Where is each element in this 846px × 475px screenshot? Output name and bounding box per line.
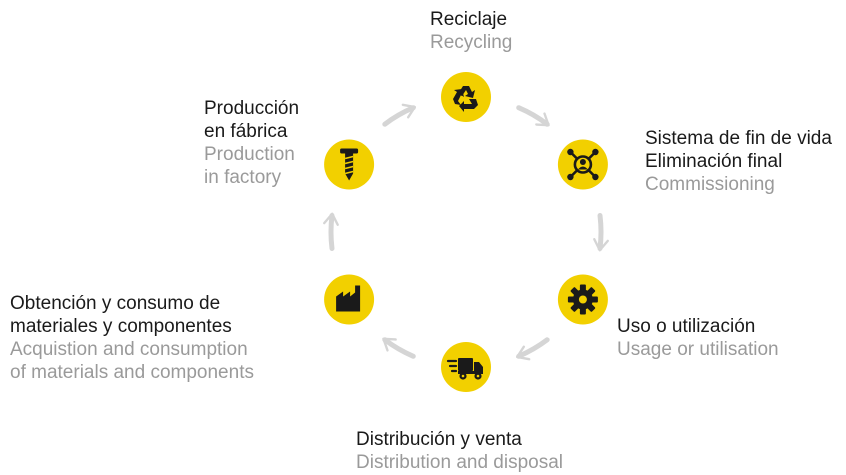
stage-label-production: Producción en fábrica Production in fact… [204, 97, 299, 189]
screw-icon [340, 148, 359, 181]
stage-node-end-of-life [554, 136, 611, 193]
stage-name-en: Distribution and disposal [356, 452, 564, 473]
recycle-icon [453, 86, 478, 112]
stage-label-materials: Obtención y consumo de materiales y comp… [10, 292, 254, 384]
stage-name-en: of materials and components [10, 362, 254, 383]
stage-name-es: Distribución y venta [356, 429, 522, 450]
cycle-arrow [593, 213, 609, 252]
stage-node-usage [554, 271, 611, 328]
stage-label-recycling: Reciclaje Recycling [430, 8, 512, 54]
stage-name-es: en fábrica [204, 121, 288, 142]
stage-node-distribution [438, 339, 494, 395]
stage-name-en: Usage or utilisation [617, 339, 779, 360]
cycle-arrow [515, 337, 550, 361]
stage-name-en: in factory [204, 167, 282, 188]
cycle-arrow [516, 105, 550, 127]
stage-name-es: Eliminación final [645, 151, 783, 172]
stage-label-usage: Uso o utilización Usage or utilisation [617, 315, 779, 361]
stage-name-es: Producción [204, 98, 300, 119]
node-circle [441, 72, 491, 122]
stage-name-es: Uso o utilización [617, 316, 756, 337]
stage-label-distribution: Distribución y venta Distribution and di… [356, 428, 563, 474]
stage-node-production [321, 136, 378, 193]
stage-name-es: materiales y componentes [10, 316, 232, 337]
stage-name-en: Acquistion and consumption [10, 339, 248, 360]
stage-name-es: Reciclaje [430, 9, 508, 30]
cycle-arrow [323, 212, 339, 251]
stage-name-es: Obtención y consumo de [10, 293, 221, 314]
network-hub-icon [567, 148, 599, 181]
factory-icon [336, 285, 361, 312]
stage-node-materials [321, 271, 378, 328]
stage-node-recycling [438, 69, 494, 125]
cycle-arrow [382, 103, 417, 127]
truck-icon [446, 358, 483, 380]
stage-name-es: Sistema de fin de vida [645, 128, 832, 149]
stage-label-end-of-life: Sistema de fin de vida Eliminación final… [645, 127, 832, 196]
gear-icon [567, 284, 598, 315]
stage-name-en: Commissioning [645, 174, 775, 195]
cycle-arrow [382, 337, 416, 359]
stage-name-en: Production [204, 144, 295, 165]
stage-name-en: Recycling [430, 32, 513, 53]
